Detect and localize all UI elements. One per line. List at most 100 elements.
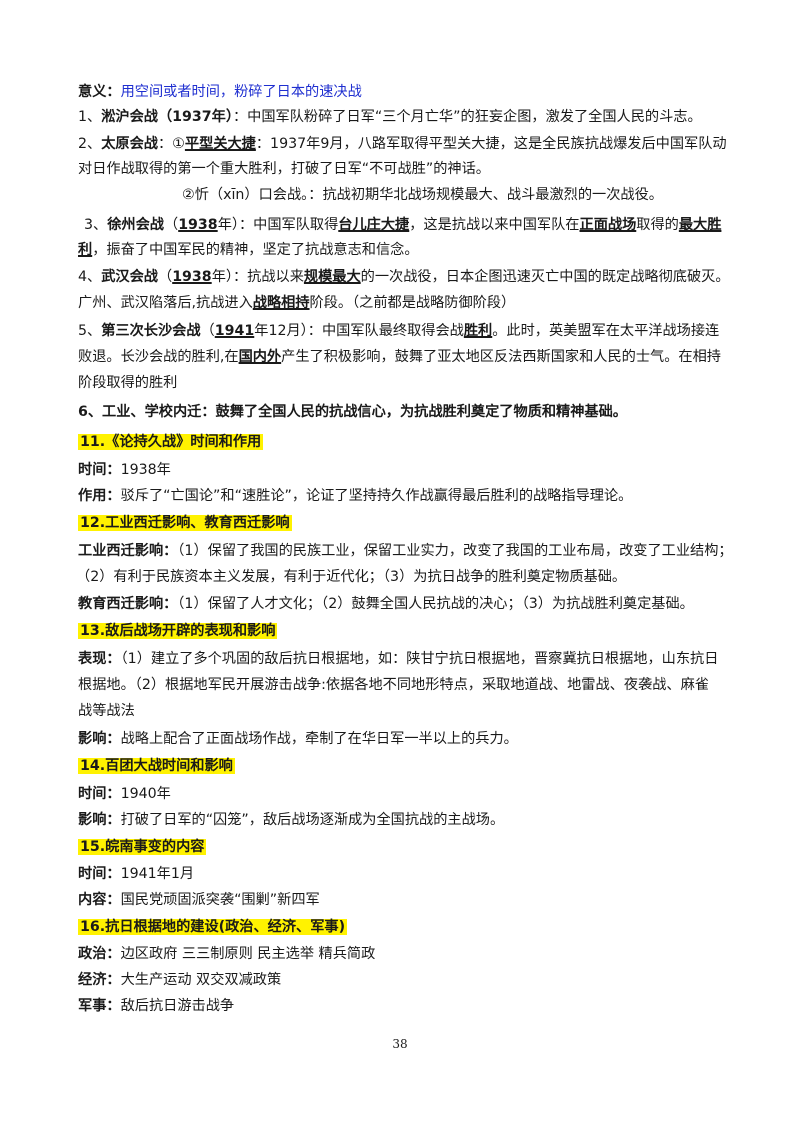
meaning-text: 用空间或者时间，粉碎了日本的速决战 bbox=[120, 84, 362, 100]
battle-name: 武汉会战 bbox=[101, 269, 158, 285]
relocation-line: 6、工业、学校内迁：鼓舞了全国人民的抗战信心，为抗战胜利奠定了物质和精神基础。 bbox=[78, 402, 738, 422]
battle-xinkou: ②忻（xīn）口会战。：抗战初期华北战场规模最大、战斗最激烈的一次战役。 bbox=[182, 185, 738, 205]
section-12-heading: 12.工业西迁影响、教育西迁影响 bbox=[78, 513, 738, 533]
battle-year: （1937年） bbox=[157, 109, 233, 125]
section-heading: 11.《论持久战》时间和作用 bbox=[78, 434, 264, 450]
text-part: 广州、武汉陷落后,抗战进入 bbox=[78, 295, 253, 311]
battle-songhu: 1、淞沪会战（1937年）：中国军队粉碎了日军“三个月亡华”的狂妄企图，激发了全… bbox=[78, 107, 738, 127]
section-heading: 12.工业西迁影响、教育西迁影响 bbox=[78, 515, 292, 531]
sec12-education: 教育西迁影响：（1）保留了人才文化；（2）鼓舞全国人民抗战的决心；（3）为抗战胜… bbox=[78, 594, 738, 614]
field-label: 经济： bbox=[78, 972, 121, 988]
sec16-economy: 经济：大生产运动 双交双减政策 bbox=[78, 970, 738, 990]
key-term: 国内外 bbox=[238, 349, 282, 365]
text-part: （ bbox=[157, 269, 173, 285]
battle-year: 1941 bbox=[214, 323, 255, 339]
field-label: 军事： bbox=[78, 998, 121, 1014]
text-part: ：① bbox=[157, 136, 185, 152]
battle-xuzhou-cont: 利，振奋了中国军民的精神，坚定了抗战意志和信念。 bbox=[78, 240, 738, 260]
battle-desc: ：中国军队粉碎了日军“三个月亡华”的狂妄企图，激发了全国人民的斗志。 bbox=[232, 109, 702, 125]
field-value: （1）保留了我国的民族工业，保留工业实力，改变了我国的工业布局，改变了工业结构； bbox=[177, 543, 733, 559]
field-value: （1）保留了人才文化；（2）鼓舞全国人民抗战的决心；（3）为抗战胜利奠定基础。 bbox=[177, 596, 694, 612]
field-label: 政治： bbox=[78, 946, 121, 962]
battle-taiyuan-cont: 对日作战取得的第一个重大胜利，打破了日军“不可战胜”的神话。 bbox=[78, 159, 738, 179]
field-value: 大生产运动 双交双减政策 bbox=[120, 972, 282, 988]
battle-desc: ，振奋了中国军民的精神，坚定了抗战意志和信念。 bbox=[92, 242, 419, 258]
battle-desc: ②忻（xīn）口会战。：抗战初期华北战场规模最大、战斗最激烈的一次战役。 bbox=[182, 187, 663, 203]
sec13-effect: 影响：战略上配合了正面战场作战，牵制了在华日军一半以上的兵力。 bbox=[78, 729, 738, 749]
text-part: （ bbox=[200, 323, 215, 339]
battle-wuhan: 4、武汉会战（1938年）：抗战以来规模最大的一次战役，日本企图迅速灭亡中国的既… bbox=[78, 267, 738, 287]
key-term: 最大胜 bbox=[678, 217, 722, 233]
sec15-time: 时间：1941年1月 bbox=[78, 864, 738, 884]
field-label: 作用： bbox=[78, 488, 121, 504]
battle-desc: ：1937年9月，八路军取得平型关大捷，这是全民族抗战爆发后中国军队动 bbox=[255, 136, 727, 152]
text-part: 产生了积极影响，鼓舞了亚太地区反法西斯国家和人民的士气。在相持 bbox=[281, 349, 721, 365]
field-value: 敌后抗日游击战争 bbox=[120, 998, 235, 1014]
item-number: 2、 bbox=[78, 136, 102, 152]
sec11-role: 作用：驳斥了“亡国论”和“速胜论”，论证了坚持持久作战赢得最后胜利的战略指导理论… bbox=[78, 486, 738, 506]
section-14-heading: 14.百团大战时间和影响 bbox=[78, 756, 738, 776]
sec14-effect: 影响：打破了日军的“囚笼”，敌后战场逐渐成为全国抗战的主战场。 bbox=[78, 810, 738, 830]
field-value: 1938年 bbox=[120, 462, 171, 478]
sec13-show-cont: 根据地。（2）根据地军民开展游击战争:依据各地不同地形特点，采取地道战、地雷战、… bbox=[78, 675, 738, 695]
key-term: 规模最大 bbox=[303, 269, 361, 285]
field-value: 打破了日军的“囚笼”，敌后战场逐渐成为全国抗战的主战场。 bbox=[120, 812, 505, 828]
item-number: 3、 bbox=[84, 217, 108, 233]
sec14-time: 时间：1940年 bbox=[78, 784, 738, 804]
section-11-heading: 11.《论持久战》时间和作用 bbox=[78, 432, 738, 452]
item-number: 4、 bbox=[78, 269, 102, 285]
battle-xuzhou: 3、徐州会战（1938年）：中国军队取得台儿庄大捷，这是抗战以来中国军队在正面战… bbox=[84, 215, 738, 235]
section-heading: 13.敌后战场开辟的表现和影响 bbox=[78, 623, 278, 639]
text-part: 。此时，英美盟军在太平洋战场接连 bbox=[492, 323, 720, 339]
section-13-heading: 13.敌后战场开辟的表现和影响 bbox=[78, 621, 738, 641]
key-term: 战略相持 bbox=[252, 295, 310, 311]
sec13-show: 表现：（1）建立了多个巩固的敌后抗日根据地，如：陕甘宁抗日根据地，晋察冀抗日根据… bbox=[78, 649, 738, 669]
key-term: 正面战场 bbox=[579, 217, 637, 233]
field-label: 工业西迁影响： bbox=[78, 543, 178, 559]
section-heading: 15.皖南事变的内容 bbox=[78, 839, 207, 855]
sec16-military: 军事：敌后抗日游击战争 bbox=[78, 996, 738, 1016]
text-part: （ bbox=[163, 217, 179, 233]
key-term: 利 bbox=[78, 242, 93, 258]
key-term: 胜利 bbox=[463, 323, 493, 339]
text-part: 年）：抗战以来 bbox=[211, 269, 304, 285]
battle-desc: 对日作战取得的第一个重大胜利，打破了日军“不可战胜”的神话。 bbox=[78, 161, 490, 177]
field-value: 战等战法 bbox=[78, 703, 135, 719]
text-part: 取得的 bbox=[636, 217, 679, 233]
field-label: 内容： bbox=[78, 892, 121, 908]
field-label: 影响： bbox=[78, 812, 121, 828]
item-number: 1、 bbox=[78, 109, 102, 125]
battle-changsha: 5、第三次长沙会战（1941年12月）：中国军队最终取得会战胜利。此时，英美盟军… bbox=[78, 321, 738, 341]
sec13-show-cont2: 战等战法 bbox=[78, 701, 738, 721]
battle-name: 淞沪会战 bbox=[101, 109, 158, 125]
text-part: 败退。长沙会战的胜利,在 bbox=[78, 349, 239, 365]
battle-name: 徐州会战 bbox=[107, 217, 164, 233]
battle-year: 1938 bbox=[178, 217, 218, 233]
battle-year: 1938 bbox=[172, 269, 212, 285]
field-value: 战略上配合了正面战场作战，牵制了在华日军一半以上的兵力。 bbox=[120, 731, 518, 747]
text-part: 年12月）：中国军队最终取得会战 bbox=[254, 323, 464, 339]
battle-name: 太原会战 bbox=[101, 136, 158, 152]
relocation-text: 6、工业、学校内迁：鼓舞了全国人民的抗战信心，为抗战胜利奠定了物质和精神基础。 bbox=[78, 404, 627, 420]
item-number: 5、 bbox=[78, 323, 102, 339]
field-value: （1）建立了多个巩固的敌后抗日根据地，如：陕甘宁抗日根据地，晋察冀抗日根据地，山… bbox=[120, 651, 719, 667]
field-value: 根据地。（2）根据地军民开展游击战争:依据各地不同地形特点，采取地道战、地雷战、… bbox=[78, 677, 709, 693]
battle-taiyuan: 2、太原会战：①平型关大捷：1937年9月，八路军取得平型关大捷，这是全民族抗战… bbox=[78, 134, 738, 154]
field-label: 时间： bbox=[78, 786, 121, 802]
field-value: 1940年 bbox=[120, 786, 171, 802]
battle-changsha-cont2: 阶段取得的胜利 bbox=[78, 373, 738, 393]
field-value: （2）有利于民族资本主义发展，有利于近代化；（3）为抗日战争的胜利奠定物质基础。 bbox=[76, 569, 627, 585]
field-value: 1941年1月 bbox=[120, 866, 195, 882]
battle-desc: 的一次战役，日本企图迅速灭亡中国的既定战略彻底破灭。 bbox=[360, 269, 730, 285]
sec15-content: 内容：国民党顽固派突袭“围剿”新四军 bbox=[78, 890, 738, 910]
sec12-industry: 工业西迁影响：（1）保留了我国的民族工业，保留工业实力，改变了我国的工业布局，改… bbox=[78, 541, 738, 561]
text-part: 阶段取得的胜利 bbox=[78, 375, 178, 391]
sec11-time: 时间：1938年 bbox=[78, 460, 738, 480]
section-heading: 14.百团大战时间和影响 bbox=[78, 758, 235, 774]
key-term: 平型关大捷 bbox=[184, 136, 256, 152]
section-16-heading: 16.抗日根据地的建设(政治、经济、军事) bbox=[78, 917, 738, 937]
field-label: 时间： bbox=[78, 462, 121, 478]
sec16-politics: 政治：边区政府 三三制原则 民主选举 精兵简政 bbox=[78, 944, 738, 964]
field-label: 教育西迁影响： bbox=[78, 596, 178, 612]
